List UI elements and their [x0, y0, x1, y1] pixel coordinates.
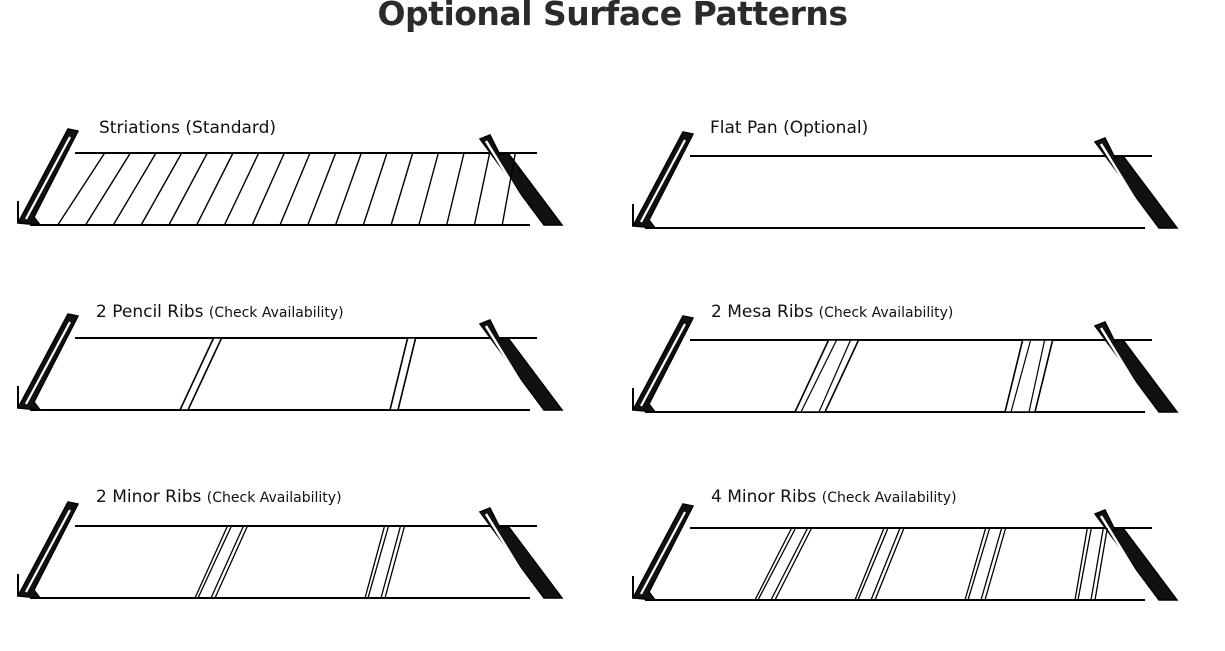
pan-edge	[30, 337, 537, 411]
panel-label-flat-pan: Flat Pan (Optional)	[710, 118, 869, 138]
left-seam-highlight	[640, 511, 686, 595]
panel-label-4-minor-ribs: 4 Minor Ribs (Check Availability)	[711, 487, 957, 507]
minor-rib	[194, 525, 249, 599]
right-seam	[1093, 137, 1179, 229]
striation-line	[84, 152, 131, 226]
striation-line	[445, 152, 465, 226]
striation-line	[473, 152, 491, 226]
right-seam	[478, 319, 564, 411]
panel-drawing-mesa-ribs	[631, 315, 1179, 413]
striation-line	[501, 152, 517, 226]
panel-label-striations: Striations (Standard)	[99, 118, 277, 138]
right-seam	[1093, 509, 1179, 601]
mesa-rib	[1003, 339, 1054, 413]
striation-line	[112, 152, 157, 226]
right-seam-highlight	[1099, 143, 1151, 223]
right-seam-highlight	[484, 513, 536, 593]
pan-edge	[30, 525, 537, 599]
panel-drawing-striations	[16, 128, 564, 226]
left-seam-highlight	[25, 136, 71, 220]
mesa-rib-edge	[1010, 339, 1046, 413]
minor-rib	[364, 525, 406, 599]
panel-label-2-minor-ribs: 2 Minor Ribs (Check Availability)	[96, 487, 342, 507]
left-seam-highlight	[25, 509, 71, 593]
pencil-rib	[388, 337, 417, 411]
striation-line	[307, 152, 337, 226]
panel-label-pencil-ribs: 2 Pencil Ribs (Check Availability)	[96, 302, 344, 322]
minor-rib	[964, 527, 1007, 601]
right-seam	[1093, 321, 1179, 413]
left-seam-highlight	[640, 323, 686, 407]
striation-line	[251, 152, 285, 226]
left-seam-highlight	[640, 139, 686, 223]
striation-line	[279, 152, 311, 226]
striation-line	[196, 152, 234, 226]
minor-rib	[754, 527, 813, 601]
mesa-rib	[793, 339, 860, 413]
striation-line	[168, 152, 208, 226]
mesa-rib-edge	[800, 339, 852, 413]
minor-rib	[854, 527, 905, 601]
page-title: Optional Surface Patterns	[377, 0, 849, 33]
striation-line	[57, 152, 106, 226]
right-seam-highlight	[484, 325, 536, 405]
panel-drawing-4-minor-ribs	[631, 503, 1179, 601]
striation-line	[362, 152, 388, 226]
panel-drawing-pencil-ribs	[16, 313, 564, 411]
pan-edge	[645, 155, 1152, 229]
right-seam-highlight	[1099, 515, 1151, 595]
pencil-rib	[178, 337, 223, 411]
minor-rib	[1074, 527, 1108, 601]
panel-drawing-flat-pan	[631, 131, 1179, 229]
striation-line	[140, 152, 183, 226]
right-seam	[478, 507, 564, 599]
left-seam-highlight	[25, 321, 71, 405]
right-seam	[478, 134, 564, 226]
panel-label-mesa-ribs: 2 Mesa Ribs (Check Availability)	[711, 302, 954, 322]
striation-line	[390, 152, 414, 226]
striation-line	[334, 152, 362, 226]
right-seam-highlight	[1099, 327, 1151, 407]
striation-line	[223, 152, 260, 226]
striation-line	[418, 152, 440, 226]
pan-edge	[645, 339, 1152, 413]
panel-drawing-2-minor-ribs	[16, 501, 564, 599]
pan-edge	[645, 527, 1152, 601]
